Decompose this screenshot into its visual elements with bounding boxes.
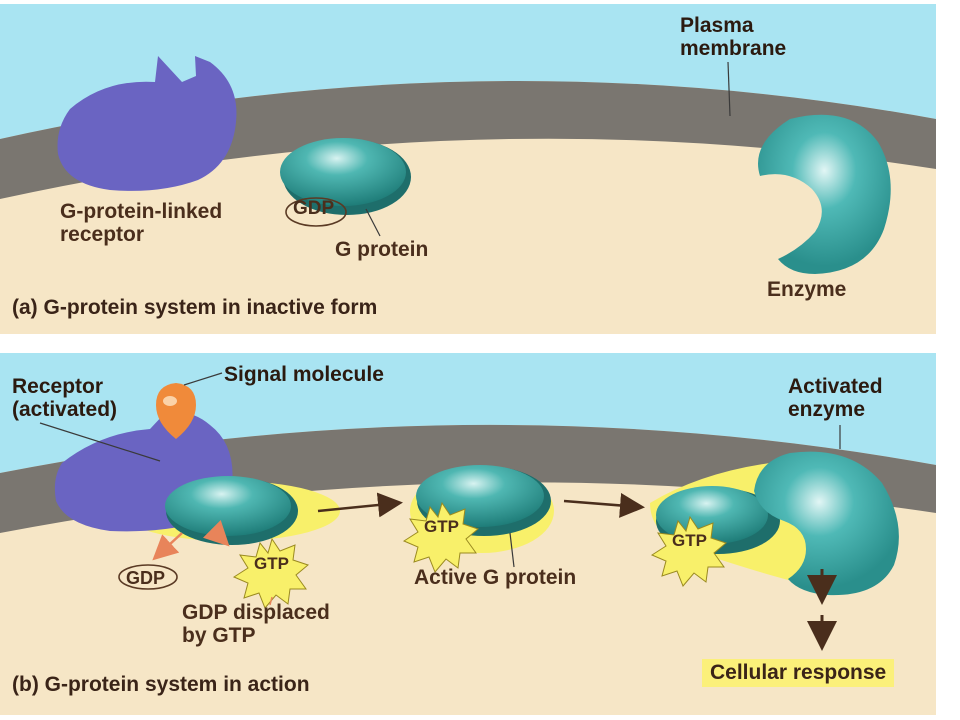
gdp-displaced-label: GDP displaced by GTP bbox=[182, 601, 330, 647]
gtp-label-1: GTP bbox=[254, 554, 289, 573]
panel-a-illustration bbox=[0, 4, 936, 334]
extracellular-space bbox=[0, 353, 936, 473]
g-protein-label: G protein bbox=[335, 238, 429, 261]
active-g-leader bbox=[509, 532, 515, 568]
panel-a-inactive: Plasma membrane G-protein-linked recepto… bbox=[0, 4, 936, 334]
gtp-burst-1 bbox=[232, 537, 310, 609]
receptor-activated-label: Receptor (activated) bbox=[12, 375, 118, 421]
cellular-response-label: Cellular response bbox=[702, 659, 895, 687]
membrane-leader bbox=[727, 61, 731, 117]
receptor-shape bbox=[57, 56, 237, 191]
gdp-leave-arrow bbox=[152, 532, 183, 561]
g-protein-shape bbox=[280, 138, 406, 206]
extracellular-space bbox=[0, 4, 936, 139]
signal-molecule-label: Signal molecule bbox=[224, 363, 384, 386]
gtp-label-2: GTP bbox=[424, 517, 459, 536]
transition-arrow-2 bbox=[563, 492, 645, 518]
plasma-membrane-label: Plasma membrane bbox=[680, 14, 787, 60]
gdp-outline bbox=[118, 564, 178, 590]
gdp-outline bbox=[285, 197, 347, 227]
gdp-label: GDP bbox=[293, 198, 335, 219]
gtp-enter-arrow bbox=[203, 520, 230, 547]
receptor-leader bbox=[39, 422, 161, 462]
active-g-protein-label: Active G protein bbox=[414, 566, 577, 589]
receptor-label: G-protein-linked receptor bbox=[60, 200, 223, 246]
g-protein-1-shape bbox=[165, 476, 291, 536]
gtp-label-3: GTP bbox=[672, 531, 707, 550]
panel-b-action: Receptor (activated) Signal molecule Act… bbox=[0, 353, 936, 715]
enzyme-shape bbox=[758, 114, 891, 274]
signal-leader bbox=[183, 372, 223, 386]
panel-b-caption: (b) G-protein system in action bbox=[12, 673, 310, 696]
g-protein-leader bbox=[365, 208, 381, 237]
signal-molecule-highlight bbox=[163, 396, 177, 406]
gtp-burst-3 bbox=[650, 515, 728, 587]
gdp-label: GDP bbox=[126, 568, 166, 588]
activated-enzyme-shape bbox=[754, 451, 899, 596]
gtp-burst-2 bbox=[402, 501, 480, 573]
panel-b-illustration bbox=[0, 353, 936, 715]
activated-enzyme-label: Activated enzyme bbox=[788, 375, 883, 421]
gtp-displaced-leader bbox=[269, 596, 273, 606]
transition-arrow-1 bbox=[317, 492, 403, 518]
enzyme-label: Enzyme bbox=[767, 278, 847, 301]
panel-a-caption: (a) G-protein system in inactive form bbox=[12, 296, 378, 319]
